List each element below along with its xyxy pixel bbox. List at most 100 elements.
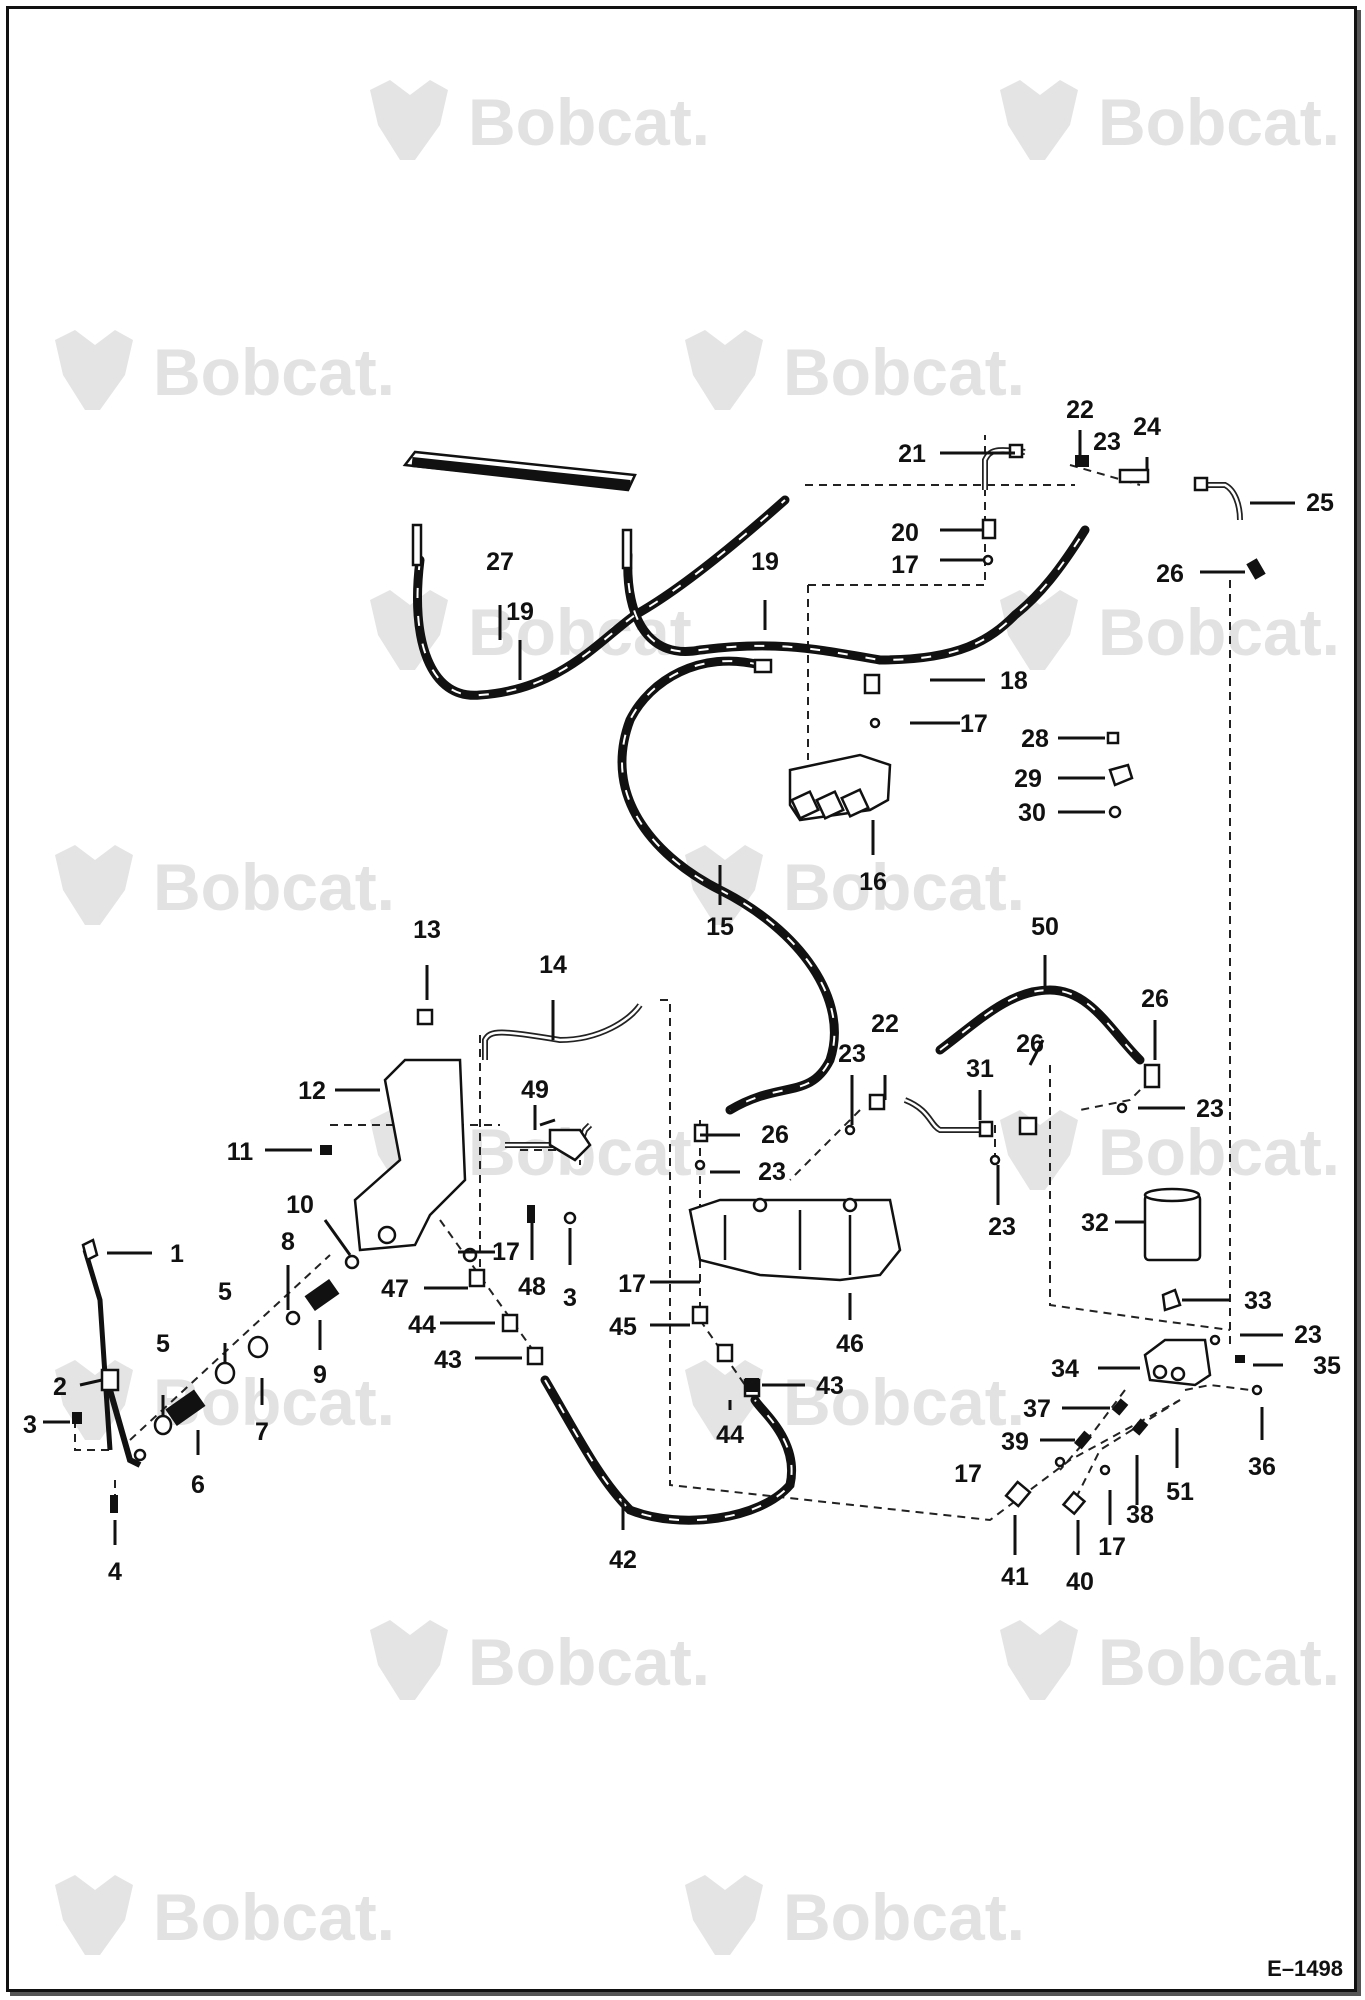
callout-31: 31 [966, 1055, 994, 1083]
bobcat-logo-icon [685, 1875, 763, 1955]
oil-cooler [402, 450, 637, 570]
callout-2: 2 [53, 1373, 67, 1401]
leader-lines [43, 430, 1295, 1555]
callout-48: 48 [518, 1273, 546, 1301]
callout-29: 29 [1014, 765, 1042, 793]
bobcat-watermark-layer: Bobcat. Bobcat. Bobcat. Bobcat. Bobcat. Bobca… [55, 80, 1340, 1955]
callout-46: 46 [836, 1330, 864, 1358]
callout-17: 17 [492, 1238, 520, 1266]
bobcat-watermark-text: Bobcat. [468, 1625, 710, 1699]
callout-43: 43 [434, 1346, 462, 1374]
callout-5: 5 [218, 1278, 232, 1306]
callout-39: 39 [1001, 1428, 1029, 1456]
bobcat-logo-icon [685, 330, 763, 410]
callout-10: 10 [286, 1191, 314, 1219]
rigid-tubes [482, 447, 1243, 1148]
callout-4: 4 [108, 1558, 122, 1586]
callout-17: 17 [960, 710, 988, 738]
callout-35: 35 [1313, 1352, 1341, 1380]
callout-7: 7 [255, 1418, 269, 1446]
bobcat-logo-icon [55, 845, 133, 925]
callout-11: 11 [227, 1138, 254, 1166]
callout-3: 3 [563, 1284, 577, 1312]
bobcat-logo-icon [685, 1360, 763, 1440]
callout-26: 26 [1141, 985, 1169, 1013]
callout-17: 17 [1098, 1533, 1126, 1561]
callout-1: 1 [170, 1240, 184, 1268]
bobcat-logo-icon [55, 1875, 133, 1955]
bobcat-watermark: Bobcat. [685, 1875, 1025, 1955]
callout-17: 17 [618, 1270, 646, 1298]
callout-44: 44 [716, 1421, 744, 1449]
callout-42: 42 [609, 1546, 637, 1574]
callout-51: 51 [1166, 1478, 1194, 1506]
callout-15: 15 [706, 913, 734, 941]
control-valve [788, 753, 892, 822]
bobcat-watermark-text: Bobcat. [153, 335, 395, 409]
callout-28: 28 [1021, 725, 1049, 753]
bobcat-logo-icon [370, 590, 448, 670]
callout-labels: 1 2 3 3 4 5 5 6 7 8 9 10 11 12 13 14 15 … [23, 396, 1341, 1596]
bobcat-watermark-text: Bobcat. [783, 1365, 1025, 1439]
callout-26: 26 [761, 1121, 789, 1149]
bobcat-watermark-text: Bobcat. [1098, 595, 1340, 669]
callout-34: 34 [1051, 1355, 1079, 1383]
callout-40: 40 [1066, 1568, 1094, 1596]
callout-36: 36 [1248, 1453, 1276, 1481]
bobcat-logo-icon [370, 80, 448, 160]
callout-50: 50 [1031, 913, 1059, 941]
callout-9: 9 [313, 1361, 327, 1389]
bobcat-watermark-text: Bobcat. [153, 1880, 395, 1954]
callout-27: 27 [486, 548, 514, 576]
bobcat-watermark: Bobcat. [1000, 1620, 1340, 1700]
callout-19: 19 [751, 548, 779, 576]
callout-38: 38 [1126, 1501, 1154, 1529]
bobcat-watermark-text: Bobcat. [1098, 1115, 1340, 1189]
bobcat-watermark: Bobcat. [370, 80, 710, 160]
bobcat-logo-icon [370, 1620, 448, 1700]
small-fittings [72, 443, 1266, 1516]
callout-26: 26 [1016, 1030, 1044, 1058]
bobcat-watermark: Bobcat. [1000, 80, 1340, 160]
callout-23: 23 [838, 1040, 866, 1068]
callout-21: 21 [898, 440, 926, 468]
callout-23: 23 [1294, 1321, 1322, 1349]
callout-44: 44 [408, 1311, 436, 1339]
bobcat-logo-icon [55, 330, 133, 410]
callout-6: 6 [191, 1471, 205, 1499]
callout-23: 23 [758, 1158, 786, 1186]
callout-33: 33 [1244, 1287, 1272, 1315]
reservoir-bracket [353, 1058, 467, 1252]
bobcat-watermark-text: Bobcat. [1098, 85, 1340, 159]
callout-14: 14 [539, 951, 567, 979]
fitting-chain-left [153, 1254, 360, 1436]
bobcat-watermark-text: Bobcat. [1098, 1625, 1340, 1699]
diagram-frame [6, 6, 1357, 1992]
bobcat-watermark: Bobcat. [55, 330, 395, 410]
callout-18: 18 [1000, 667, 1028, 695]
bobcat-logo-icon [1000, 80, 1078, 160]
bobcat-watermark: Bobcat. [1000, 1110, 1340, 1190]
callout-25: 25 [1306, 489, 1334, 517]
callout-30: 30 [1018, 799, 1046, 827]
callout-23: 23 [1196, 1095, 1224, 1123]
bobcat-watermark-text: Bobcat. [468, 595, 710, 669]
filter-head [1143, 1338, 1212, 1387]
mounting-bracket [548, 1128, 592, 1162]
callout-16: 16 [859, 868, 887, 896]
bobcat-watermark: Bobcat. [685, 845, 1025, 925]
bobcat-watermark-text: Bobcat. [783, 850, 1025, 924]
filler-cap [416, 1008, 434, 1026]
callout-37: 37 [1023, 1395, 1051, 1423]
callout-13: 13 [413, 916, 441, 944]
callout-5: 5 [156, 1330, 170, 1358]
bobcat-watermark: Bobcat. [55, 845, 395, 925]
callout-41: 41 [1001, 1563, 1029, 1591]
callout-8: 8 [281, 1228, 295, 1256]
callout-19: 19 [506, 598, 534, 626]
callout-43: 43 [816, 1372, 844, 1400]
callout-23: 23 [1093, 428, 1121, 456]
bobcat-logo-icon [1000, 1110, 1078, 1190]
bobcat-watermark: Bobcat. [685, 1360, 1025, 1440]
callout-24: 24 [1133, 413, 1161, 441]
